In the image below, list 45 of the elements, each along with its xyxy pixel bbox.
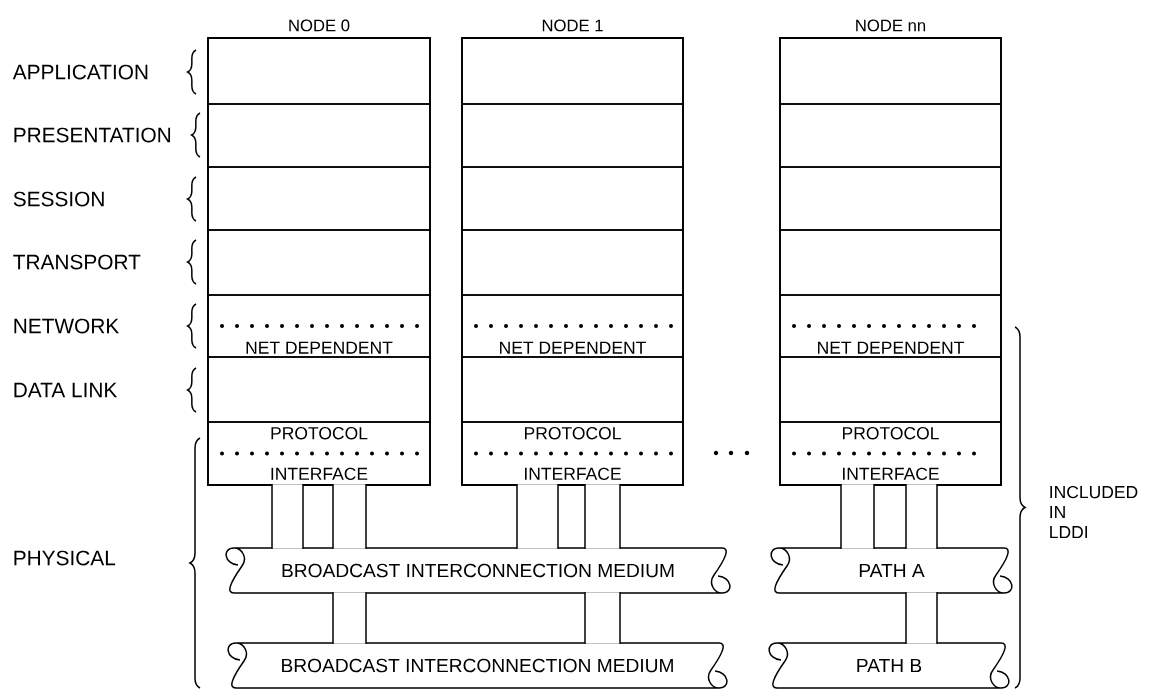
medium-band: PATH A [770, 547, 1013, 594]
layer-box [207, 356, 431, 423]
medium-band: BROADCAST INTERCONNECTION MEDIUM [227, 642, 728, 689]
pipe [271, 484, 304, 549]
layer-box [461, 229, 684, 296]
layer-label: TRANSPORT [13, 254, 141, 270]
layer-label: PRESENTATION [14, 127, 171, 143]
node-label: NODE nn [856, 19, 926, 32]
pipe [584, 592, 621, 644]
node-label: NODE 0 [289, 19, 350, 32]
layer-box [779, 103, 1002, 168]
pipe [840, 484, 875, 549]
layer-label: PHYSICAL [14, 550, 116, 566]
medium-band: PATH B [768, 642, 1010, 689]
layer-label: NETWORK [14, 318, 119, 334]
layer-box: PROTOCOL INTERFACE [779, 421, 1002, 486]
layer-label: SESSION [13, 191, 104, 207]
layer-box: PROTOCOL INTERFACE [207, 421, 431, 486]
layer-box [461, 37, 684, 105]
layer-box [207, 103, 431, 168]
layer-box: NET DEPENDENT [207, 294, 431, 358]
pipe [584, 484, 621, 549]
layer-box [779, 37, 1002, 105]
layer-box [779, 229, 1002, 296]
layer-label: INCLUDED IN LDDI [1050, 485, 1138, 539]
medium-band: BROADCAST INTERCONNECTION MEDIUM [225, 547, 731, 594]
layer-box [779, 356, 1002, 423]
node-label: NODE 1 [542, 19, 603, 32]
layer-box [461, 356, 684, 423]
pipe [905, 484, 938, 549]
layer-box [207, 37, 431, 105]
layer-box: PROTOCOL INTERFACE [461, 421, 684, 486]
layer-box [779, 166, 1002, 231]
layer-box [207, 166, 431, 231]
pipe [905, 592, 938, 644]
layer-box: NET DEPENDENT [779, 294, 1002, 358]
pipe [332, 484, 367, 549]
pipe [332, 592, 367, 644]
pipe [516, 484, 559, 549]
layer-box [461, 166, 684, 231]
layer-label: APPLICATION [12, 64, 148, 80]
layer-box: NET DEPENDENT [461, 294, 684, 358]
layer-box [207, 229, 431, 296]
layer-label: DATA LINK [14, 382, 118, 398]
layer-box [461, 103, 684, 168]
